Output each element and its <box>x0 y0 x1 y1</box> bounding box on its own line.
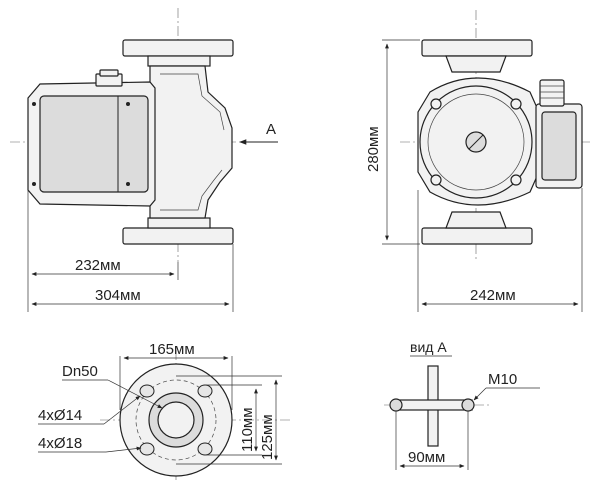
side-view: A 232мм 304мм <box>10 8 278 312</box>
flange-hole-bl <box>139 442 155 456</box>
dim-side-232: 232мм <box>75 257 121 274</box>
callout-holes-14: 4xØ14 <box>38 407 82 424</box>
dim-flange-165: 165мм <box>149 341 195 358</box>
view-a-bolt-left <box>389 398 403 412</box>
flange-hole-br <box>197 442 213 456</box>
front-top-flange <box>421 39 533 57</box>
view-a-bolt-right <box>461 398 475 412</box>
flange-hole-tr <box>197 384 213 398</box>
side-pump-body <box>149 65 233 219</box>
flange-bore <box>157 401 195 439</box>
front-view: 280мм 242мм <box>365 10 590 312</box>
view-a-horizontal-bar <box>393 399 473 411</box>
dim-flange-110: 110мм <box>239 407 256 452</box>
side-motor-cover <box>39 95 149 193</box>
callout-m10: M10 <box>488 371 517 388</box>
view-a: вид А M10 90мм <box>384 339 540 470</box>
side-bottom-neck <box>147 217 211 229</box>
front-bottom-flange <box>421 227 533 245</box>
dim-side-304: 304мм <box>95 287 141 304</box>
view-a-title: вид А <box>410 339 447 355</box>
callout-holes-18: 4xØ18 <box>38 435 82 452</box>
dim-view-a-90: 90мм <box>408 449 445 466</box>
dim-front-280: 280мм <box>365 126 382 172</box>
view-a-arrow-label: A <box>266 121 276 138</box>
side-top-flange <box>122 39 234 57</box>
side-top-neck <box>147 55 211 67</box>
dim-flange-125: 125мм <box>259 414 276 460</box>
flange-view: 165мм 110мм 125мм Dn50 4xØ14 4xØ18 <box>38 341 290 480</box>
flange-hole-tl <box>139 384 155 398</box>
side-bottom-flange <box>122 227 234 245</box>
callout-dn50: Dn50 <box>62 363 98 380</box>
dim-front-242: 242мм <box>470 287 516 304</box>
